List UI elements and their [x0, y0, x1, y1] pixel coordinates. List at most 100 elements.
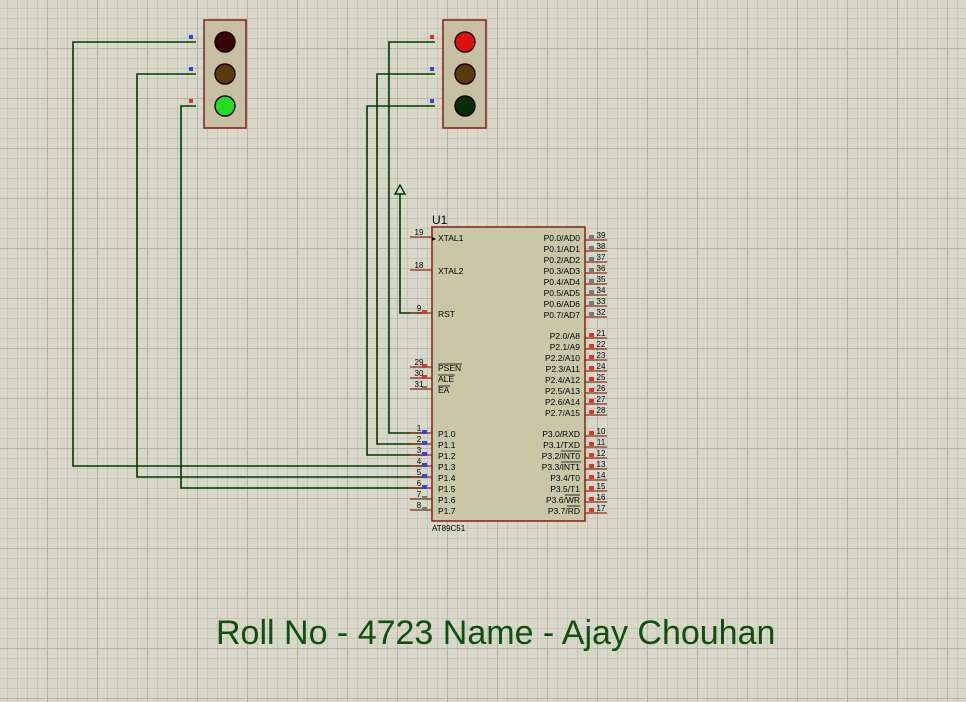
- pin-label: P1.7: [438, 506, 456, 516]
- pin-marker-icon: [430, 99, 434, 103]
- pin-label: P0.1/AD1: [544, 244, 581, 254]
- lamp-green: [214, 95, 236, 117]
- pin-number: 13: [597, 460, 606, 469]
- pin-number: 36: [597, 264, 606, 273]
- microcontroller-at89c51[interactable]: U1 AT89C51 19XTAL118XTAL29RST29PSEN30ALE…: [410, 213, 607, 533]
- pin-label: XTAL1: [438, 233, 464, 243]
- pin-label: P0.7/AD7: [544, 310, 581, 320]
- chip-pin-left[interactable]: 2P1.1: [410, 435, 456, 450]
- traffic-light-1[interactable]: [189, 19, 247, 129]
- chip-pin-left[interactable]: 8P1.7: [410, 501, 456, 516]
- pin-number: 15: [597, 482, 606, 491]
- pin-marker-icon: [430, 67, 434, 71]
- pin-number: 22: [597, 340, 606, 349]
- wire-light2-green[interactable]: [366, 105, 435, 456]
- pin-number: 32: [597, 308, 606, 317]
- chip-pin-right[interactable]: 22 P2.1/A9: [550, 340, 607, 352]
- pin-number: 33: [597, 297, 606, 306]
- pin-number: 11: [597, 438, 606, 447]
- wire-light1-red[interactable]: [72, 41, 426, 467]
- chip-pin-right[interactable]: 15 P3.5/T1: [550, 482, 607, 494]
- chip-pin-left[interactable]: 3P1.2: [410, 446, 456, 461]
- pin-number: 1: [417, 424, 422, 433]
- pin-number: 9: [417, 304, 422, 313]
- pin-number: 38: [597, 242, 606, 251]
- wire-light2-yellow[interactable]: [376, 73, 435, 445]
- pin-label: P0.3/AD3: [544, 266, 581, 276]
- pin-label: P2.1/A9: [550, 342, 581, 352]
- pin-number: 23: [597, 351, 606, 360]
- pin-label: P1.4: [438, 473, 456, 483]
- chip-pin-right[interactable]: 38 P0.1/AD1: [544, 242, 607, 254]
- chip-pin-right[interactable]: 11 P3.1/TXD: [543, 438, 607, 450]
- pin-label: P1.5: [438, 484, 456, 494]
- chip-pin-left[interactable]: 4P1.3: [410, 457, 456, 472]
- pin-label: P1.0: [438, 429, 456, 439]
- wire-rst[interactable]: [399, 194, 426, 314]
- wire-light1-green[interactable]: [180, 105, 426, 489]
- power-terminal-icon[interactable]: [393, 183, 407, 195]
- pin-number: 26: [597, 384, 606, 393]
- wire-light2-red[interactable]: [388, 41, 435, 434]
- pin-number: 6: [417, 479, 422, 488]
- chip-pin-left[interactable]: 5P1.4: [410, 468, 456, 483]
- pin-number: 2: [417, 435, 422, 444]
- pin-label: P2.7/A15: [545, 408, 580, 418]
- pin-label: P3.1/TXD: [543, 440, 580, 450]
- lamp-red: [214, 31, 236, 53]
- pin-label: P3.0/RXD: [542, 429, 580, 439]
- pin-label: EA: [438, 385, 450, 395]
- pin-label: P2.2/A10: [545, 353, 580, 363]
- traffic-light-2[interactable]: [430, 19, 487, 129]
- chip-pin-left[interactable]: 1P1.0: [410, 424, 456, 439]
- chip-pin-left[interactable]: 6P1.5: [410, 479, 456, 494]
- wires: [72, 41, 435, 489]
- pin-marker-icon: [430, 35, 434, 39]
- lamp-yellow: [214, 63, 236, 85]
- pin-label: P3.4/T0: [550, 473, 580, 483]
- chip-designator: U1: [432, 213, 448, 227]
- pin-label: PSEN: [438, 363, 461, 373]
- pin-number: 31: [415, 380, 424, 389]
- pin-label: P3.5/T1: [550, 484, 580, 494]
- chip-pin-left[interactable]: 7P1.6: [410, 490, 456, 505]
- wire-light1-yellow[interactable]: [136, 73, 426, 478]
- pin-number: 29: [415, 358, 424, 367]
- pin-label: P3.7/RD: [548, 506, 580, 516]
- pin-number: 21: [597, 329, 606, 338]
- pin-number: 30: [415, 369, 424, 378]
- chip-pin-right[interactable]: 32 P0.7/AD7: [544, 308, 607, 320]
- pin-number: 16: [597, 493, 606, 502]
- pin-label: RST: [438, 309, 455, 319]
- chip-pin-right[interactable]: 36 P0.3/AD3: [544, 264, 607, 276]
- pin-number: 7: [417, 490, 422, 499]
- left-pin-group: 19XTAL118XTAL29RST29PSEN30ALE31EA1P1.02P…: [410, 228, 464, 516]
- pin-number: 39: [597, 231, 606, 240]
- chip-pin-right[interactable]: 23 P2.2/A10: [545, 351, 607, 363]
